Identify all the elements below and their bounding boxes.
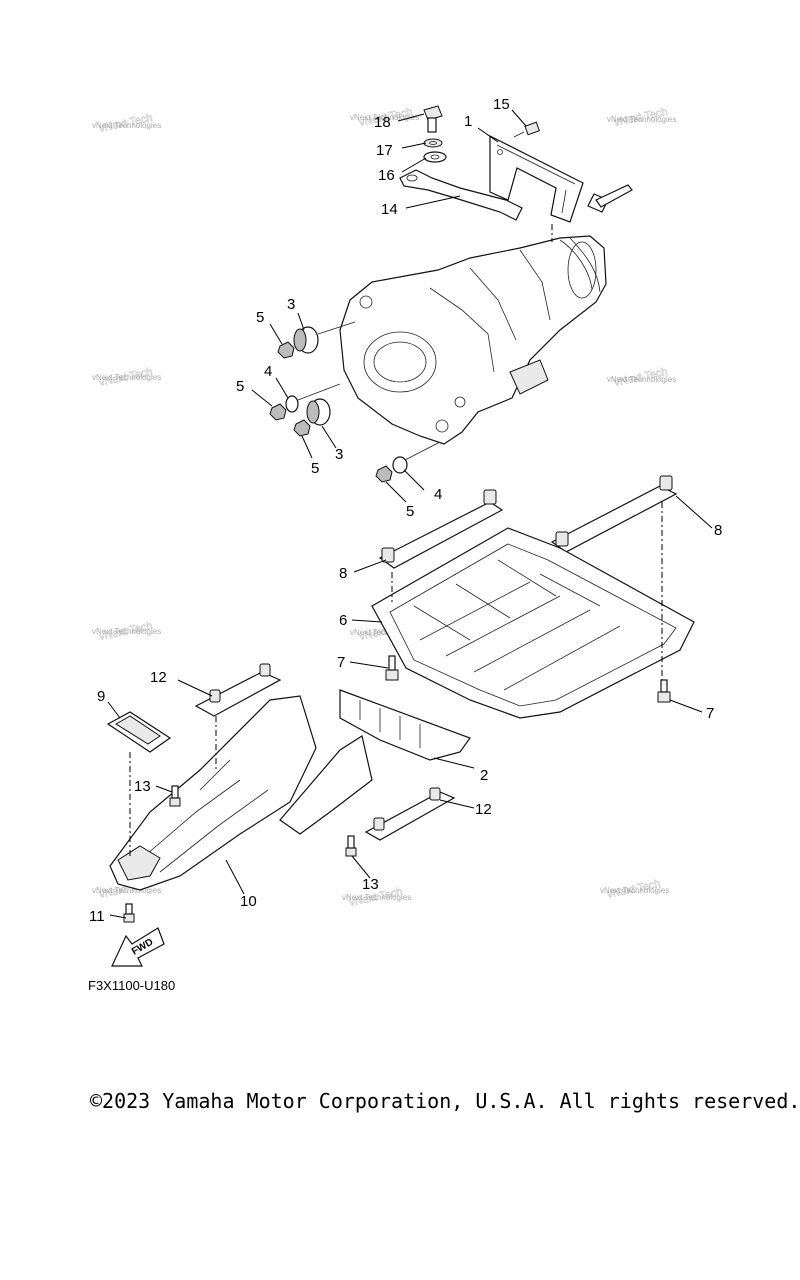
svg-text:vNext Technologies: vNext Technologies: [600, 886, 669, 895]
bed-plate: [371, 502, 695, 719]
bracket-12-left: [194, 663, 282, 717]
stay-bracket: [399, 169, 523, 221]
callout-1: 1: [464, 113, 472, 130]
pad-9: [106, 711, 172, 753]
svg-text:vNext Technologies: vNext Technologies: [92, 373, 161, 382]
callouts: 1 2 3 3 4 4 5 5 5 5 6 7 7 8 8 9 10 11 12…: [89, 96, 722, 925]
callout-7: 7: [706, 705, 714, 722]
callout-17: 17: [376, 142, 393, 159]
callout-8: 8: [714, 522, 722, 539]
callout-15: 15: [493, 96, 510, 113]
callout-6: 6: [339, 612, 347, 629]
washer-right: [392, 441, 441, 474]
svg-text:vNext Technologies: vNext Technologies: [350, 628, 419, 637]
svg-text:vNext Technologies: vNext Technologies: [92, 886, 161, 895]
callout-10: 10: [240, 893, 257, 910]
engine-mount-upper: [293, 321, 356, 354]
svg-text:vNext Technologies: vNext Technologies: [350, 113, 419, 122]
cover-10: [109, 695, 373, 891]
callout-5: 5: [311, 460, 319, 477]
svg-text:vNext Technologies: vNext Technologies: [92, 121, 161, 130]
callout-12: 12: [150, 669, 167, 686]
washer-17: [423, 138, 443, 148]
nut-right: [375, 465, 393, 483]
callout-12: 12: [475, 801, 492, 818]
callout-5: 5: [256, 309, 264, 326]
callout-13: 13: [134, 778, 151, 795]
svg-text:vNext Technologies: vNext Technologies: [607, 115, 676, 124]
nut-upper: [277, 341, 295, 359]
callout-16: 16: [378, 167, 395, 184]
callout-14: 14: [381, 201, 398, 218]
diagram-code: F3X1100-U180: [88, 978, 176, 993]
fwd-arrow-icon: FWD: [111, 927, 165, 967]
bolt-13-right: [345, 835, 357, 857]
callout-5: 5: [406, 503, 414, 520]
callout-13: 13: [362, 876, 379, 893]
svg-text:vNext Technologies: vNext Technologies: [92, 627, 161, 636]
callout-3: 3: [335, 446, 343, 463]
callout-18: 18: [374, 114, 391, 131]
rail-left: [378, 489, 504, 569]
bolt-13-left: [169, 785, 181, 807]
washer-16: [423, 151, 447, 163]
bolt-7-left: [385, 655, 399, 681]
rail-right: [550, 475, 678, 553]
callout-9: 9: [97, 688, 105, 705]
bracket-plate: [489, 135, 584, 223]
svg-text:vNext Technologies: vNext Technologies: [607, 375, 676, 384]
bolt-15: [513, 121, 540, 138]
long-bolt: [587, 184, 633, 213]
engine-mount-lower: [306, 398, 331, 426]
callout-4: 4: [434, 486, 442, 503]
leader-lines: [107, 109, 713, 919]
washer-left: [285, 383, 341, 413]
copyright-notice: ©2023 Yamaha Motor Corporation, U.S.A. A…: [90, 1089, 800, 1113]
bolt-7-right: [657, 679, 671, 703]
callout-2: 2: [480, 767, 488, 784]
callout-3: 3: [287, 296, 295, 313]
callout-7: 7: [337, 654, 345, 671]
engine-block: [339, 224, 607, 445]
callout-11: 11: [89, 908, 105, 925]
bolt-18: [423, 105, 443, 133]
callout-4: 4: [264, 363, 272, 380]
callout-8: 8: [339, 565, 347, 582]
callout-5: 5: [236, 378, 244, 395]
bolt-11: [123, 903, 135, 923]
nut-middle: [293, 419, 311, 437]
svg-text:vNext Technologies: vNext Technologies: [342, 893, 411, 902]
spacer-block: [339, 689, 471, 761]
nut-left: [269, 403, 287, 421]
bracket-12-right: [364, 787, 456, 841]
